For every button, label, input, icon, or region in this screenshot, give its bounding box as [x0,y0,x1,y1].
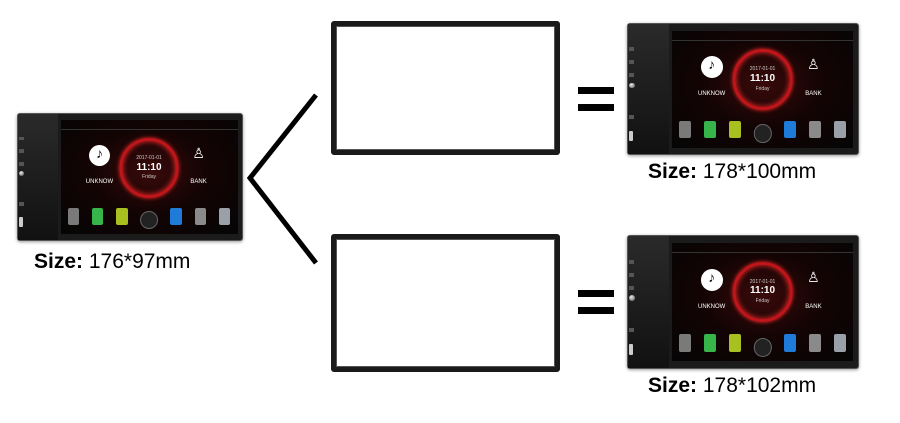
volume-knob [628,82,635,89]
panel-label [18,136,25,141]
radio-band: BANK [805,304,822,311]
radio-tower-icon: ♙ [807,56,820,73]
app-icon [116,207,128,225]
app-icon [704,334,716,352]
app-icon [809,334,822,352]
panel-label [628,286,635,291]
track-name: UNKNOW [697,304,726,311]
home-button-icon [140,211,158,230]
app-icon [678,334,691,352]
app-dock [678,334,847,352]
clock-date: 2017-01-01 [749,278,776,285]
size-caption-top: Size: 178*100mm [648,160,816,184]
size-caption-bottom: Size: 178*102mm [648,374,816,398]
usb-slot [629,130,633,141]
app-icon [729,120,741,139]
equals-sign-top [578,87,614,113]
app-icon [219,207,231,225]
clock-date: 2017-01-01 [749,66,776,73]
size-caption-original: Size: 176*97mm [34,250,190,274]
clock-time: 11:10 [136,161,162,173]
stereo-unit-framed-bottom: ♪ UNKNOW 2017-01-01 11:10 Friday ♙ BANK [627,235,859,369]
track-name: UNKNOW [85,179,114,186]
trim-frame-top [331,21,560,155]
size-label: Size: [648,374,698,397]
clock-day: Friday [755,298,770,305]
size-label: Size: [34,250,84,273]
panel-label [628,259,635,264]
radio-band: BANK [190,179,207,186]
app-dock [67,207,231,225]
panel-label [628,328,635,333]
app-icon [67,207,80,225]
size-value: 178*100mm [702,160,817,183]
home-button-icon [753,338,772,357]
clock-time: 11:10 [750,285,776,297]
panel-label [628,60,635,65]
panel-label [628,73,635,78]
usb-slot [629,344,633,355]
status-bar [671,31,854,41]
app-icon [170,207,182,225]
trim-frame-bottom [331,234,560,372]
volume-knob [18,170,25,177]
radio-tower-icon: ♙ [192,145,205,162]
control-panel [18,114,59,240]
status-bar [60,120,238,131]
music-note-icon: ♪ [88,145,111,167]
app-icon [809,120,822,139]
app-icon [678,120,691,139]
clock-gauge: 2017-01-01 11:10 Friday [119,138,179,198]
radio-band: BANK [805,91,822,98]
panel-label [628,47,635,52]
home-button-icon [753,124,772,143]
clock-date: 2017-01-01 [136,155,162,162]
app-icon [92,207,104,225]
control-panel [628,236,670,368]
app-icon [194,207,207,225]
app-dock [678,120,847,139]
clock-day: Friday [142,174,156,181]
app-icon [784,334,796,352]
panel-label [628,115,635,119]
stereo-unit-original: ♪ UNKNOW 2017-01-01 11:10 Friday ♙ BANK [17,113,243,241]
control-panel [628,24,670,154]
track-name: UNKNOW [697,91,726,98]
app-icon [704,120,716,139]
music-note-icon: ♪ [700,268,723,291]
head-unit-screen: ♪ UNKNOW 2017-01-01 11:10 Friday ♙ BANK [671,242,854,362]
app-icon [729,334,741,352]
clock-gauge: 2017-01-01 11:10 Friday [732,261,793,323]
size-value: 178*102mm [702,374,817,397]
music-note-icon: ♪ [700,56,723,79]
size-value: 176*97mm [88,250,191,273]
head-unit-screen: ♪ UNKNOW 2017-01-01 11:10 Friday ♙ BANK [671,30,854,148]
status-bar [671,243,854,254]
stereo-unit-framed-top: ♪ UNKNOW 2017-01-01 11:10 Friday ♙ BANK [627,23,859,155]
app-icon [784,120,796,139]
panel-label [18,161,25,166]
clock-gauge: 2017-01-01 11:10 Friday [732,49,793,110]
panel-label [18,149,25,154]
clock-time: 11:10 [750,72,776,84]
size-label: Size: [648,160,698,183]
usb-slot [19,217,23,228]
head-unit-screen: ♪ UNKNOW 2017-01-01 11:10 Friday ♙ BANK [60,120,238,234]
app-icon [834,120,847,139]
app-icon [834,334,847,352]
volume-knob [628,295,635,302]
equals-sign-bottom [578,290,614,316]
radio-tower-icon: ♙ [807,268,820,285]
panel-label [18,202,25,206]
panel-label [628,272,635,277]
clock-day: Friday [755,86,770,93]
